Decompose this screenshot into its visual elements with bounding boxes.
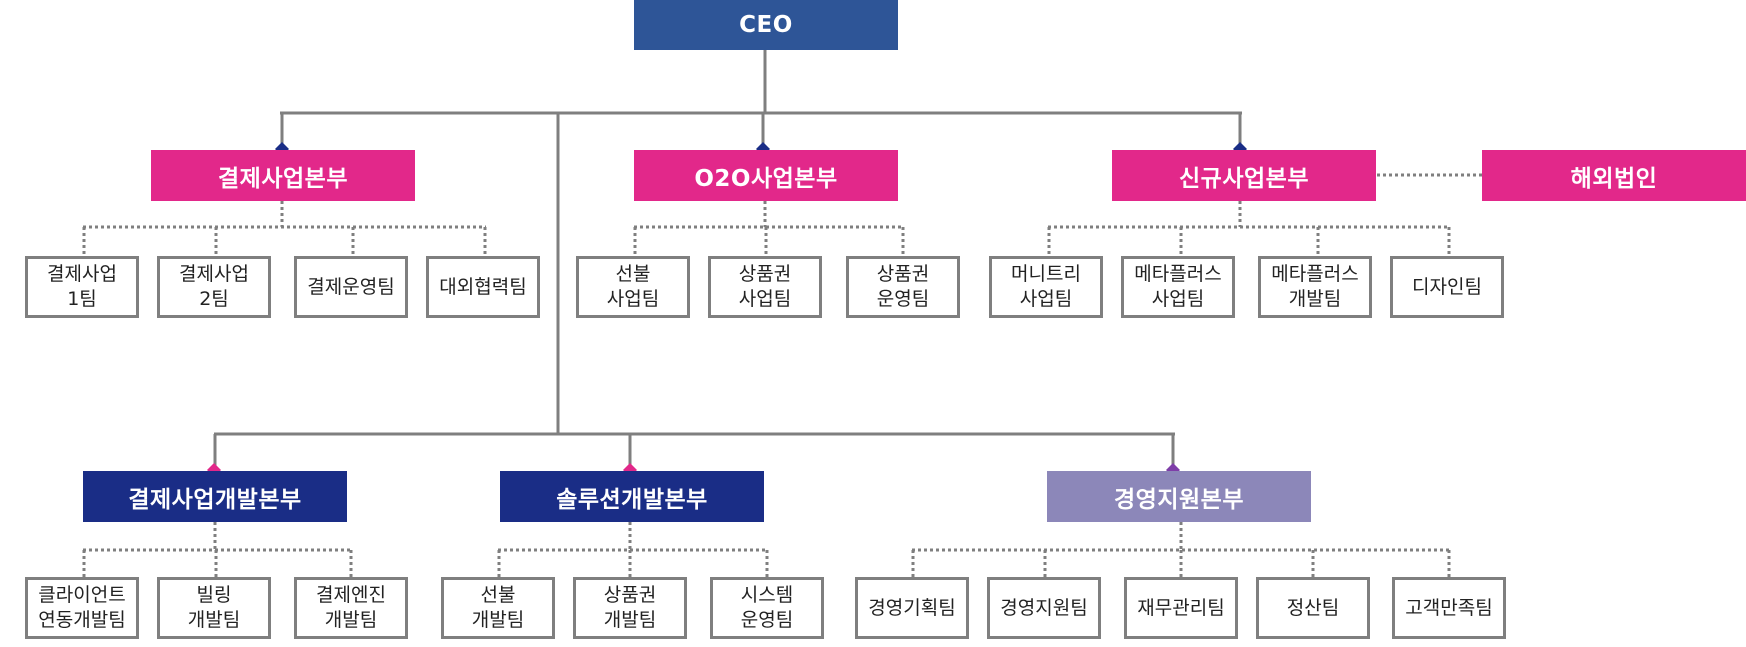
team-metaplus-dev: 메타플러스 개발팀 xyxy=(1258,256,1372,318)
team-client-integration-dev: 클라이언트 연동개발팀 xyxy=(25,577,139,639)
division-management: 경영지원본부 xyxy=(1047,471,1311,522)
team-prepaid-dev: 선불 개발팀 xyxy=(441,577,555,639)
team-settlement: 정산팀 xyxy=(1256,577,1370,639)
division-overseas: 해외법인 xyxy=(1482,150,1746,201)
team-giftcard-ops: 상품권 운영팀 xyxy=(846,256,960,318)
ceo-box: CEO xyxy=(634,0,898,50)
division-o2o-biz: O2O사업본부 xyxy=(634,150,898,201)
division-solution-dev: 솔루션개발본부 xyxy=(500,471,764,522)
division-payment-biz: 결제사업본부 xyxy=(151,150,415,201)
team-customer-satisfaction: 고객만족팀 xyxy=(1392,577,1506,639)
team-design: 디자인팀 xyxy=(1390,256,1504,318)
division-payment-dev: 결제사업개발본부 xyxy=(83,471,347,522)
team-payment-biz-1: 결제사업 1팀 xyxy=(25,256,139,318)
team-system-ops: 시스템 운영팀 xyxy=(710,577,824,639)
team-payment-engine-dev: 결제엔진 개발팀 xyxy=(294,577,408,639)
team-metaplus-biz: 메타플러스 사업팀 xyxy=(1121,256,1235,318)
team-moneytree-biz: 머니트리 사업팀 xyxy=(989,256,1103,318)
team-billing-dev: 빌링 개발팀 xyxy=(157,577,271,639)
team-giftcard-dev: 상품권 개발팀 xyxy=(573,577,687,639)
team-management-support: 경영지원팀 xyxy=(987,577,1101,639)
team-giftcard-biz: 상품권 사업팀 xyxy=(708,256,822,318)
team-management-planning: 경영기획팀 xyxy=(855,577,969,639)
team-external-relations: 대외협력팀 xyxy=(426,256,540,318)
team-finance: 재무관리팀 xyxy=(1124,577,1238,639)
team-prepaid-biz: 선불 사업팀 xyxy=(576,256,690,318)
team-payment-biz-2: 결제사업 2팀 xyxy=(157,256,271,318)
team-payment-ops: 결제운영팀 xyxy=(294,256,408,318)
division-new-biz: 신규사업본부 xyxy=(1112,150,1376,201)
